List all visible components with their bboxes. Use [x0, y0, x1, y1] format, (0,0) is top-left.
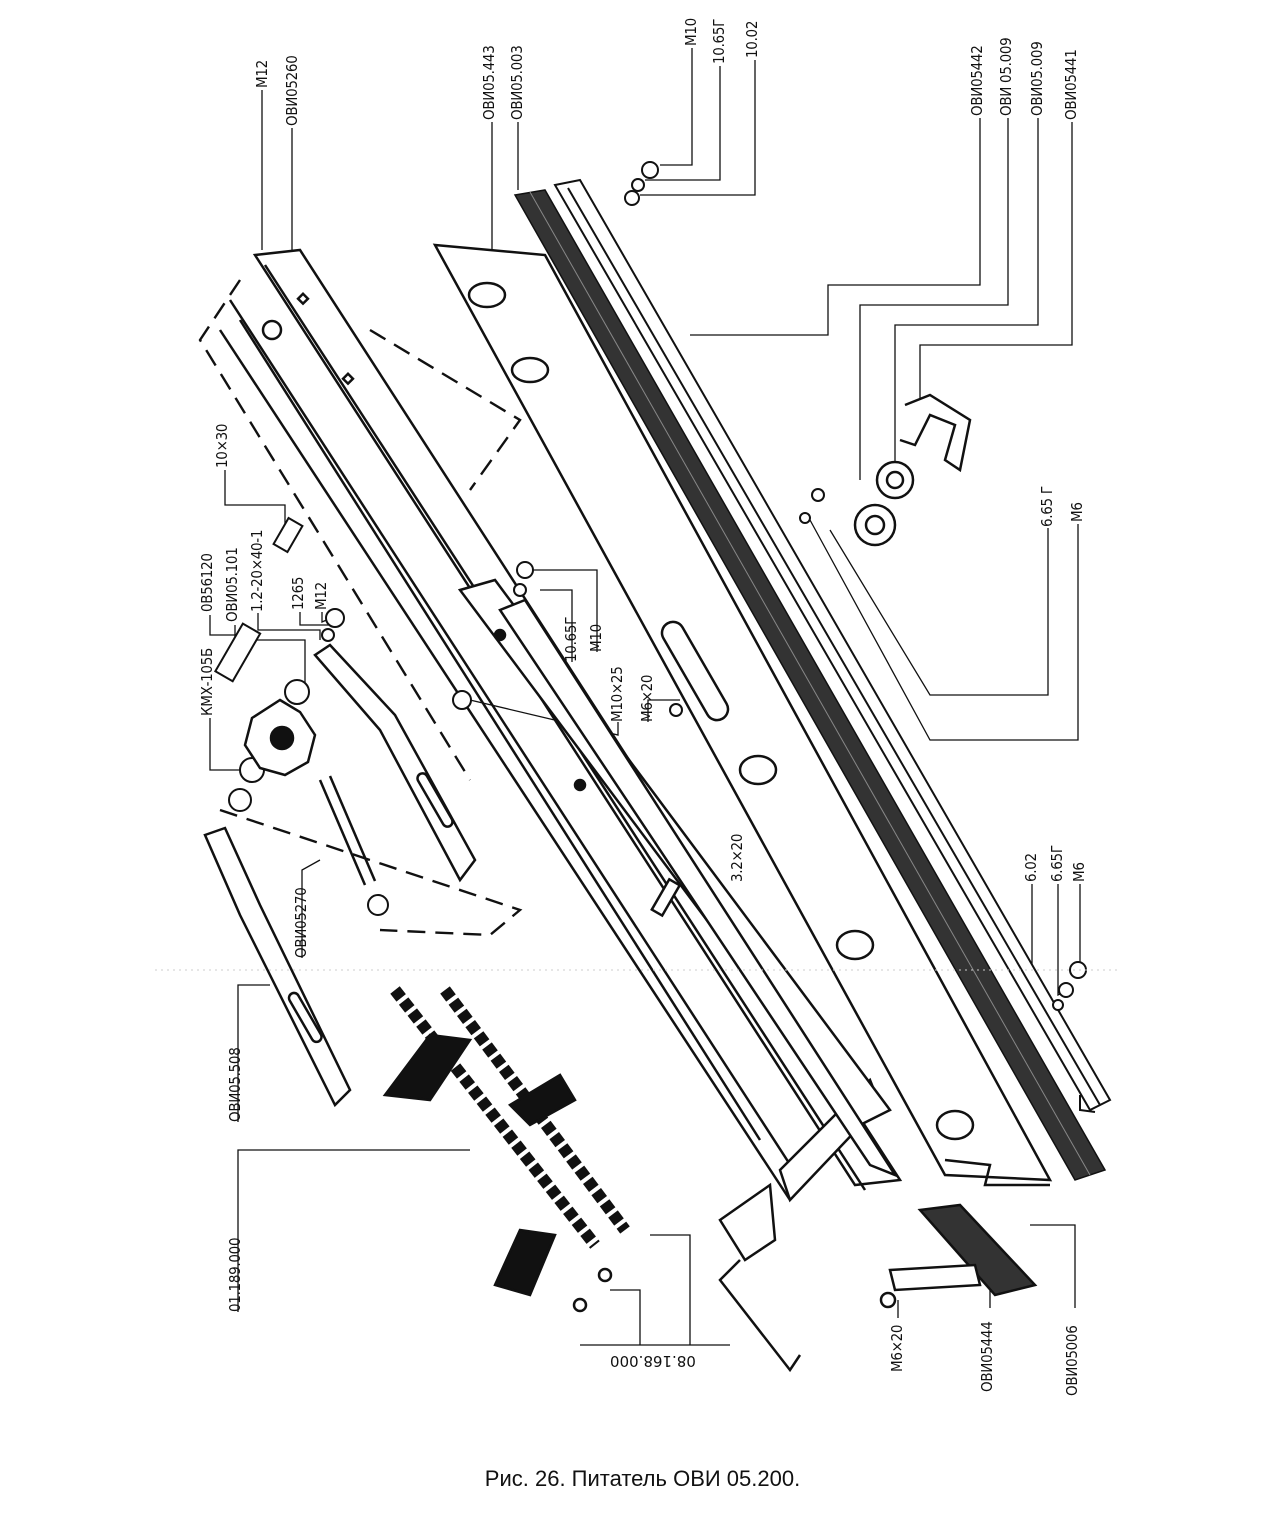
label-m12-top: M12 — [253, 60, 271, 88]
label-ovi05270: ОВИ05270 — [292, 887, 310, 959]
label-washer-665-right: 6.65 Г — [1038, 486, 1056, 527]
label-ovi05-101: ОВИ05.101 — [223, 547, 241, 622]
label-ovi05-003: ОВИ05.003 — [508, 45, 526, 120]
figure-caption: Рис. 26. Питатель ОВИ 05.200. — [484, 1466, 801, 1491]
label-1002: 10.02 — [743, 20, 761, 58]
fasteners — [213, 161, 1087, 1011]
label-washer-1065-mid: 10.65Г — [562, 616, 580, 662]
bottom-parts — [879, 1203, 1038, 1309]
axle — [318, 775, 377, 886]
label-ovi05260: ОВИ05260 — [283, 55, 301, 127]
diagonal-strut — [457, 578, 899, 1178]
label-chain-01189000: 01.189.000 — [226, 1237, 244, 1312]
label-m10x25: M10×25 — [608, 666, 626, 723]
label-m6x20-bottom: M6×20 — [888, 1324, 906, 1372]
plate — [432, 243, 1053, 1187]
label-washer-1065-top: 10.65Г — [710, 18, 728, 64]
label-ovi05442: ОВИ05442 — [968, 45, 986, 117]
label-0v56120: 0В56120 — [198, 553, 216, 612]
dashed-lines — [198, 279, 523, 937]
label-washer-665-low: 6.65Г — [1048, 845, 1066, 882]
label-1265: 1265 — [289, 576, 307, 610]
label-m10-mid: M10 — [587, 624, 605, 652]
label-m12-mid: M12 — [312, 582, 330, 610]
label-ovi05-508: ОВИ05.508 — [226, 1047, 244, 1122]
belt — [513, 189, 1107, 1181]
sprocket — [243, 698, 317, 777]
label-chain-08168000: 08.168.000 — [610, 1352, 696, 1370]
angle-rail — [553, 178, 1112, 1113]
label-ovi05444: ОВИ05444 — [978, 1321, 996, 1393]
tension-bars — [203, 643, 477, 1108]
label-ovi05006: ОВИ05006 — [1063, 1325, 1081, 1397]
label-ovi05-009b: ОВИ05.009 — [1028, 41, 1046, 116]
label-m6x20-mid: M6×20 — [638, 674, 656, 722]
label-m6-right: M6 — [1068, 502, 1086, 522]
chains — [382, 986, 630, 1313]
label-bolt-10x30: 10×30 — [213, 423, 231, 468]
label-602: 6.02 — [1022, 853, 1040, 882]
label-kmx-105b: КМХ-105Б — [198, 648, 216, 716]
label-pin-3-2x20: 3.2×20 — [728, 833, 746, 882]
label-m6-low: M6 — [1070, 862, 1088, 882]
rollers — [853, 393, 972, 547]
label-ovi05-009a: ОВИ 05.009 — [997, 37, 1015, 116]
label-m10-top: M10 — [682, 18, 700, 46]
label-ovi05-443: ОВИ05.443 — [480, 45, 498, 120]
label-ovi05441: ОВИ05441 — [1062, 49, 1080, 121]
label-1-2-20x40-1: 1.2-20×40-1 — [248, 529, 266, 612]
